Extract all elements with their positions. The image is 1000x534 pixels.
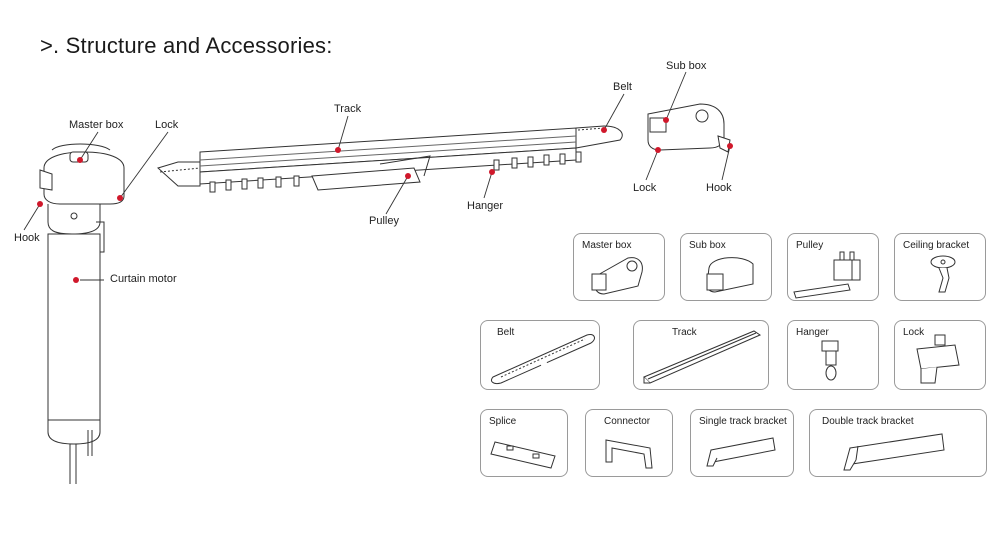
accessory-label: Sub box: [689, 240, 726, 251]
accessory-label: Splice: [489, 416, 517, 427]
accessory-label: Belt: [497, 327, 515, 338]
accessory-card-ceiling-bracket: Ceiling bracket: [894, 233, 986, 301]
hanger-icon: [821, 340, 839, 381]
sub-box-drawing: [647, 103, 731, 153]
double-track-bracket-icon: [843, 433, 945, 471]
label-sub-box: Sub box: [666, 60, 707, 72]
belt-icon: [490, 334, 595, 384]
page-title: >. Structure and Accessories:: [40, 33, 333, 58]
accessory-card-master-box: Master box: [573, 233, 665, 301]
label-belt: Belt: [613, 81, 632, 93]
label-hook-right: Hook: [706, 182, 732, 194]
accessory-label: Track: [672, 327, 697, 338]
callout-lines: [23, 71, 731, 281]
lock-icon: [916, 334, 960, 384]
accessory-card-pulley: Pulley: [787, 233, 879, 301]
accessory-label: Master box: [582, 240, 632, 251]
label-hanger: Hanger: [467, 200, 504, 212]
label-curtain-motor: Curtain motor: [110, 273, 177, 285]
label-master-box: Master box: [69, 119, 124, 131]
callout-dots: [37, 117, 733, 283]
accessory-card-connector: Connector: [585, 409, 673, 477]
label-hook-left: Hook: [14, 232, 40, 244]
track-drawing: [157, 125, 623, 193]
single-track-bracket-icon: [706, 437, 776, 467]
accessory-label: Double track bracket: [822, 416, 914, 427]
connector-icon: [605, 439, 653, 469]
accessory-label: Connector: [604, 416, 651, 427]
curtain-motor-drawing: [39, 143, 125, 484]
label-pulley: Pulley: [369, 215, 399, 227]
splice-icon: [490, 441, 556, 469]
accessory-card-track: Track: [633, 320, 769, 390]
accessory-label: Ceiling bracket: [903, 240, 970, 251]
accessory-card-double-track-bracket: Double track bracket: [809, 409, 987, 477]
pulley-icon: [793, 251, 861, 299]
accessory-card-sub-box: Sub box: [680, 233, 772, 301]
accessory-label: Single track bracket: [699, 416, 787, 427]
label-lock-right: Lock: [633, 182, 657, 194]
accessory-label: Lock: [903, 327, 925, 338]
track-icon: [643, 330, 762, 384]
label-track: Track: [334, 103, 362, 115]
accessory-label: Hanger: [796, 327, 829, 338]
label-lock-left: Lock: [155, 119, 179, 131]
accessory-card-hanger: Hanger: [787, 320, 879, 390]
accessory-card-splice: Splice: [480, 409, 568, 477]
accessory-card-single-track-bracket: Single track bracket: [690, 409, 794, 477]
sub-box-icon: [706, 257, 754, 293]
master-box-icon: [591, 257, 643, 295]
ceiling-bracket-icon: [930, 255, 956, 293]
accessory-card-lock: Lock: [894, 320, 986, 390]
accessory-label: Pulley: [796, 240, 824, 251]
accessory-card-belt: Belt: [480, 320, 600, 390]
